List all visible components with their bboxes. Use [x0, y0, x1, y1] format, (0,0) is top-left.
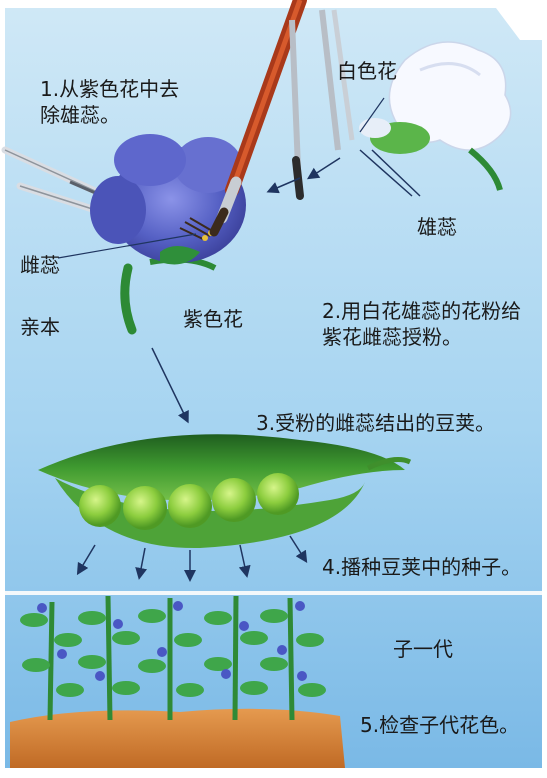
divider-line [5, 591, 542, 595]
white-flower-illustration [266, 41, 512, 197]
offspring-plants-illustration [10, 595, 345, 768]
step2-label: 2.用白花雄蕊的花粉给 紫花雌蕊授粉。 [322, 298, 544, 350]
pistil-label: 雌蕊 [20, 253, 60, 277]
step5-label: 5.检查子代花色。 [360, 713, 520, 737]
purple-flower-label: 紫色花 [183, 307, 243, 331]
arrow-to-pod [151, 347, 189, 424]
pea-pod-illustration [38, 434, 412, 549]
step2-line2: 紫花雌蕊授粉。 [322, 325, 462, 349]
white-flower-label: 白色花 [337, 59, 397, 83]
pistil-pointer [57, 233, 197, 259]
step1-label: 1.从紫色花中去 除雄蕊。 [40, 76, 230, 128]
white-flower-pointer [359, 97, 385, 133]
purple-flower-illustration [90, 134, 246, 335]
step1-line1: 1.从紫色花中去 [40, 77, 180, 101]
f1-generation-label: 子一代 [393, 637, 453, 661]
step1-line2: 除雄蕊。 [40, 103, 120, 127]
step4-label: 4.播种豆荚中的种子。 [322, 555, 522, 579]
parent-label: 亲本 [20, 315, 60, 339]
corner-mark [490, 0, 547, 40]
sowing-arrows [76, 535, 308, 582]
step3-label: 3.受粉的雌蕊结出的豆荚。 [256, 411, 496, 435]
step2-line1: 2.用白花雄蕊的花粉给 [322, 299, 522, 323]
stamen-label: 雄蕊 [417, 215, 457, 239]
paintbrush-icon [209, 0, 355, 237]
